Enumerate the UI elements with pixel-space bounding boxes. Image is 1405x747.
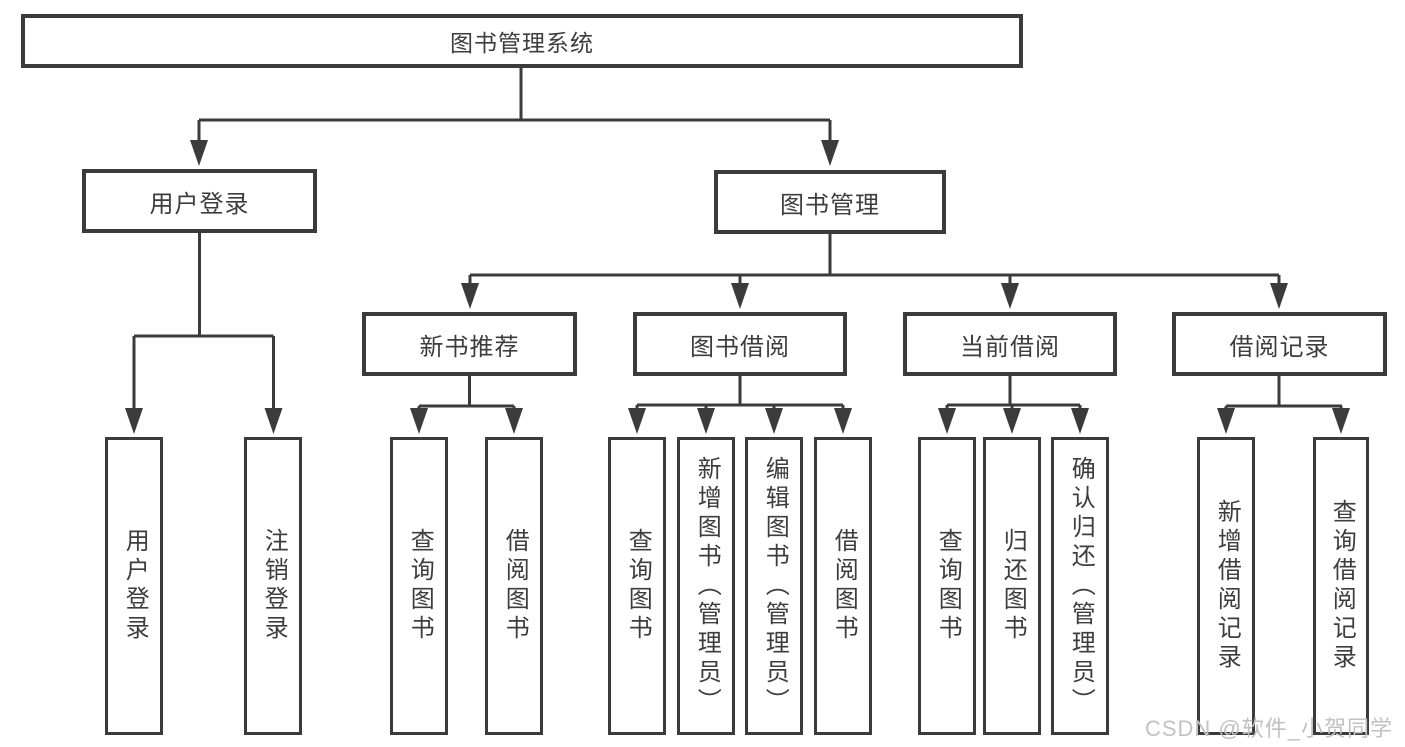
node-label: 查询图书 (934, 528, 962, 644)
node-user-login-leaf: 用户登录 (105, 437, 163, 735)
node-label: 用户登录 (121, 528, 149, 644)
connector-book-management-to-level3 (468, 234, 1281, 286)
node-book-management: 图书管理 (714, 170, 946, 234)
arrow-icon (628, 408, 646, 434)
connector-current-borrowing-group (945, 376, 1082, 410)
node-query-books: 查询图书 (390, 437, 448, 735)
arrow-icon (190, 140, 208, 166)
arrow-icon (731, 283, 749, 309)
node-label: 注销登录 (260, 528, 288, 644)
node-edit-book-admin: 编辑图书（管理员） (745, 437, 803, 735)
node-query-books: 查询图书 (918, 437, 976, 735)
arrow-icon (1003, 408, 1021, 434)
arrow-icon (821, 140, 839, 166)
arrow-icon (938, 408, 956, 434)
node-add-book-admin: 新增图书（管理员） (677, 437, 735, 735)
node-query-books: 查询图书 (608, 437, 666, 735)
arrow-icon (1071, 408, 1089, 434)
node-book-borrowing: 图书借阅 (633, 312, 847, 376)
arrow-icon (765, 408, 783, 434)
node-add-borrow-record: 新增借阅记录 (1197, 437, 1255, 735)
node-label: 查询借阅记录 (1328, 499, 1356, 673)
node-new-book-recommendation: 新书推荐 (362, 312, 577, 376)
node-label: 图书管理系统 (450, 30, 594, 56)
node-label: 图书借阅 (690, 333, 790, 361)
node-label: 借阅图书 (501, 528, 529, 644)
arrow-icon (264, 408, 283, 434)
node-borrowing-records: 借阅记录 (1172, 312, 1387, 376)
connector-root-to-level2 (197, 68, 832, 142)
arrow-icon (834, 408, 852, 434)
node-label: 确认归还（管理员） (1067, 455, 1095, 717)
connector-new-book-group (417, 376, 516, 410)
node-label: 新增借阅记录 (1213, 499, 1241, 673)
node-label: 用户登录 (149, 190, 250, 218)
node-current-borrowing: 当前借阅 (903, 312, 1117, 376)
node-label: 借阅图书 (830, 528, 858, 644)
node-label: 图书管理 (780, 191, 880, 219)
node-library-system-root: 图书管理系统 (21, 14, 1023, 68)
node-label: 查询图书 (624, 528, 652, 644)
arrow-icon (1001, 283, 1019, 309)
node-confirm-return-admin: 确认归还（管理员） (1051, 437, 1109, 735)
node-label: 新增图书（管理员） (693, 455, 721, 717)
node-label: 查询图书 (406, 528, 434, 644)
connector-borrowing-records-group (1224, 376, 1343, 410)
watermark: CSDN @软件_小贺同学 (1144, 716, 1393, 741)
node-label: 借阅记录 (1229, 333, 1330, 361)
connector-user-login-group (132, 233, 275, 410)
node-return-book: 归还图书 (983, 437, 1041, 735)
arrow-icon (1332, 408, 1350, 434)
arrow-icon (1217, 408, 1235, 434)
connector-book-borrowing-group (635, 376, 845, 410)
arrow-icon (697, 408, 715, 434)
arrow-icon (505, 408, 523, 434)
node-label: 编辑图书（管理员） (761, 455, 789, 717)
node-label: 新书推荐 (419, 333, 520, 361)
arrow-icon (125, 408, 143, 434)
node-logout-leaf: 注销登录 (244, 437, 302, 735)
node-label: 归还图书 (999, 528, 1027, 644)
node-query-borrow-record: 查询借阅记录 (1313, 437, 1369, 735)
arrow-icon (410, 408, 428, 434)
node-user-login: 用户登录 (82, 169, 317, 233)
node-borrow-books: 借阅图书 (814, 437, 872, 735)
arrow-icon (461, 283, 479, 309)
arrow-icon (1270, 283, 1288, 309)
node-label: 当前借阅 (960, 333, 1060, 361)
node-borrow-books: 借阅图书 (485, 437, 543, 735)
